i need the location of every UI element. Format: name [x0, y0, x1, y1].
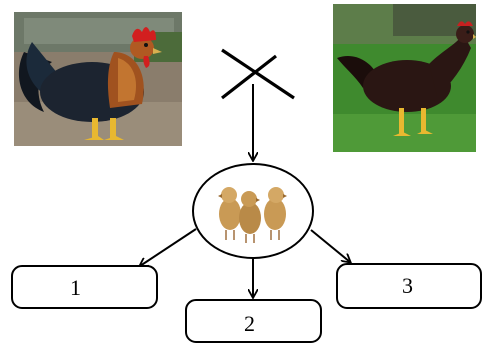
arrow-to-box-1 [140, 228, 197, 266]
offspring-box-3: 3 [336, 263, 482, 309]
arrow-to-box-3 [310, 229, 350, 262]
cross-icon [221, 48, 295, 100]
hen-image [333, 4, 476, 152]
box-3-label: 3 [402, 273, 413, 298]
cross-stroke-2 [221, 54, 277, 100]
cross-stroke-1 [221, 48, 295, 100]
offspring-box-2: 2 [185, 299, 322, 343]
offspring-box-1: 1 [11, 265, 158, 309]
chicks-icon [218, 187, 287, 243]
box-1-label: 1 [70, 275, 81, 300]
rooster-image [14, 12, 182, 146]
box-2-label: 2 [244, 311, 255, 336]
hen-icon [333, 4, 476, 152]
rooster-icon [14, 12, 182, 146]
